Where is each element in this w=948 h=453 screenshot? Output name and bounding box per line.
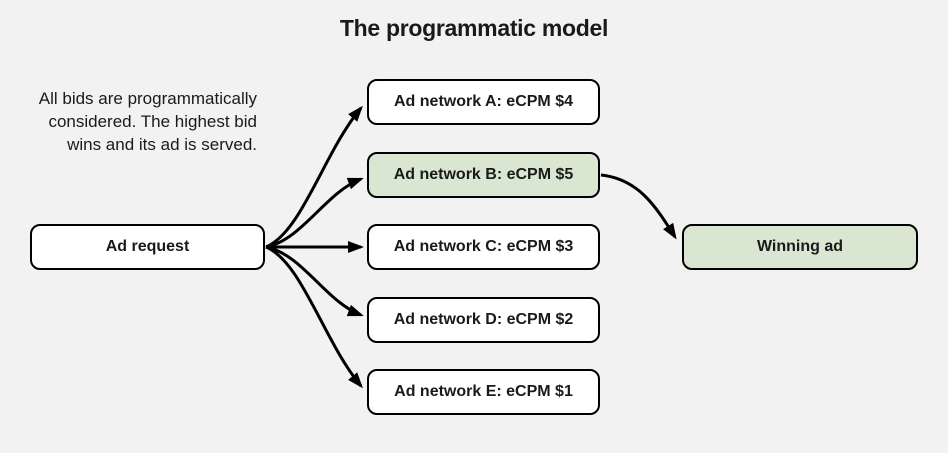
- arrow-ad-request-to-network-b: [265, 177, 364, 249]
- node-ad-network-c-label: Ad network C: eCPM $3: [393, 238, 574, 255]
- node-ad-network-b-label: Ad network B: eCPM $5: [393, 166, 574, 183]
- node-ad-network-d-label: Ad network D: eCPM $2: [393, 311, 574, 328]
- node-ad-network-b: Ad network B: eCPM $5: [367, 152, 600, 198]
- node-ad-network-e-label: Ad network E: eCPM $1: [394, 383, 573, 400]
- node-ad-network-a: Ad network A: eCPM $4: [367, 79, 600, 125]
- node-ad-network-a-label: Ad network A: eCPM $4: [394, 93, 573, 110]
- description-note: All bids are programmatically considered…: [12, 87, 257, 156]
- arrow-ad-request-to-network-d: [265, 245, 364, 317]
- arrow-ad-request-to-network-a: [265, 105, 363, 249]
- node-ad-request: Ad request: [30, 224, 265, 270]
- description-note-line: wins and its ad is served.: [67, 135, 257, 154]
- description-note-line: All bids are programmatically: [38, 89, 257, 108]
- arrow-network-b-to-winning-ad: [600, 173, 677, 240]
- node-ad-network-e: Ad network E: eCPM $1: [367, 369, 600, 415]
- node-winning-ad: Winning ad: [682, 224, 918, 270]
- arrow-ad-request-to-network-e: [265, 245, 363, 389]
- node-ad-network-c: Ad network C: eCPM $3: [367, 224, 600, 270]
- diagram-title: The programmatic model: [339, 15, 609, 41]
- node-ad-network-d: Ad network D: eCPM $2: [367, 297, 600, 343]
- description-note-line: considered. The highest bid: [48, 112, 257, 131]
- node-winning-ad-label: Winning ad: [756, 238, 844, 255]
- node-ad-request-label: Ad request: [105, 238, 190, 255]
